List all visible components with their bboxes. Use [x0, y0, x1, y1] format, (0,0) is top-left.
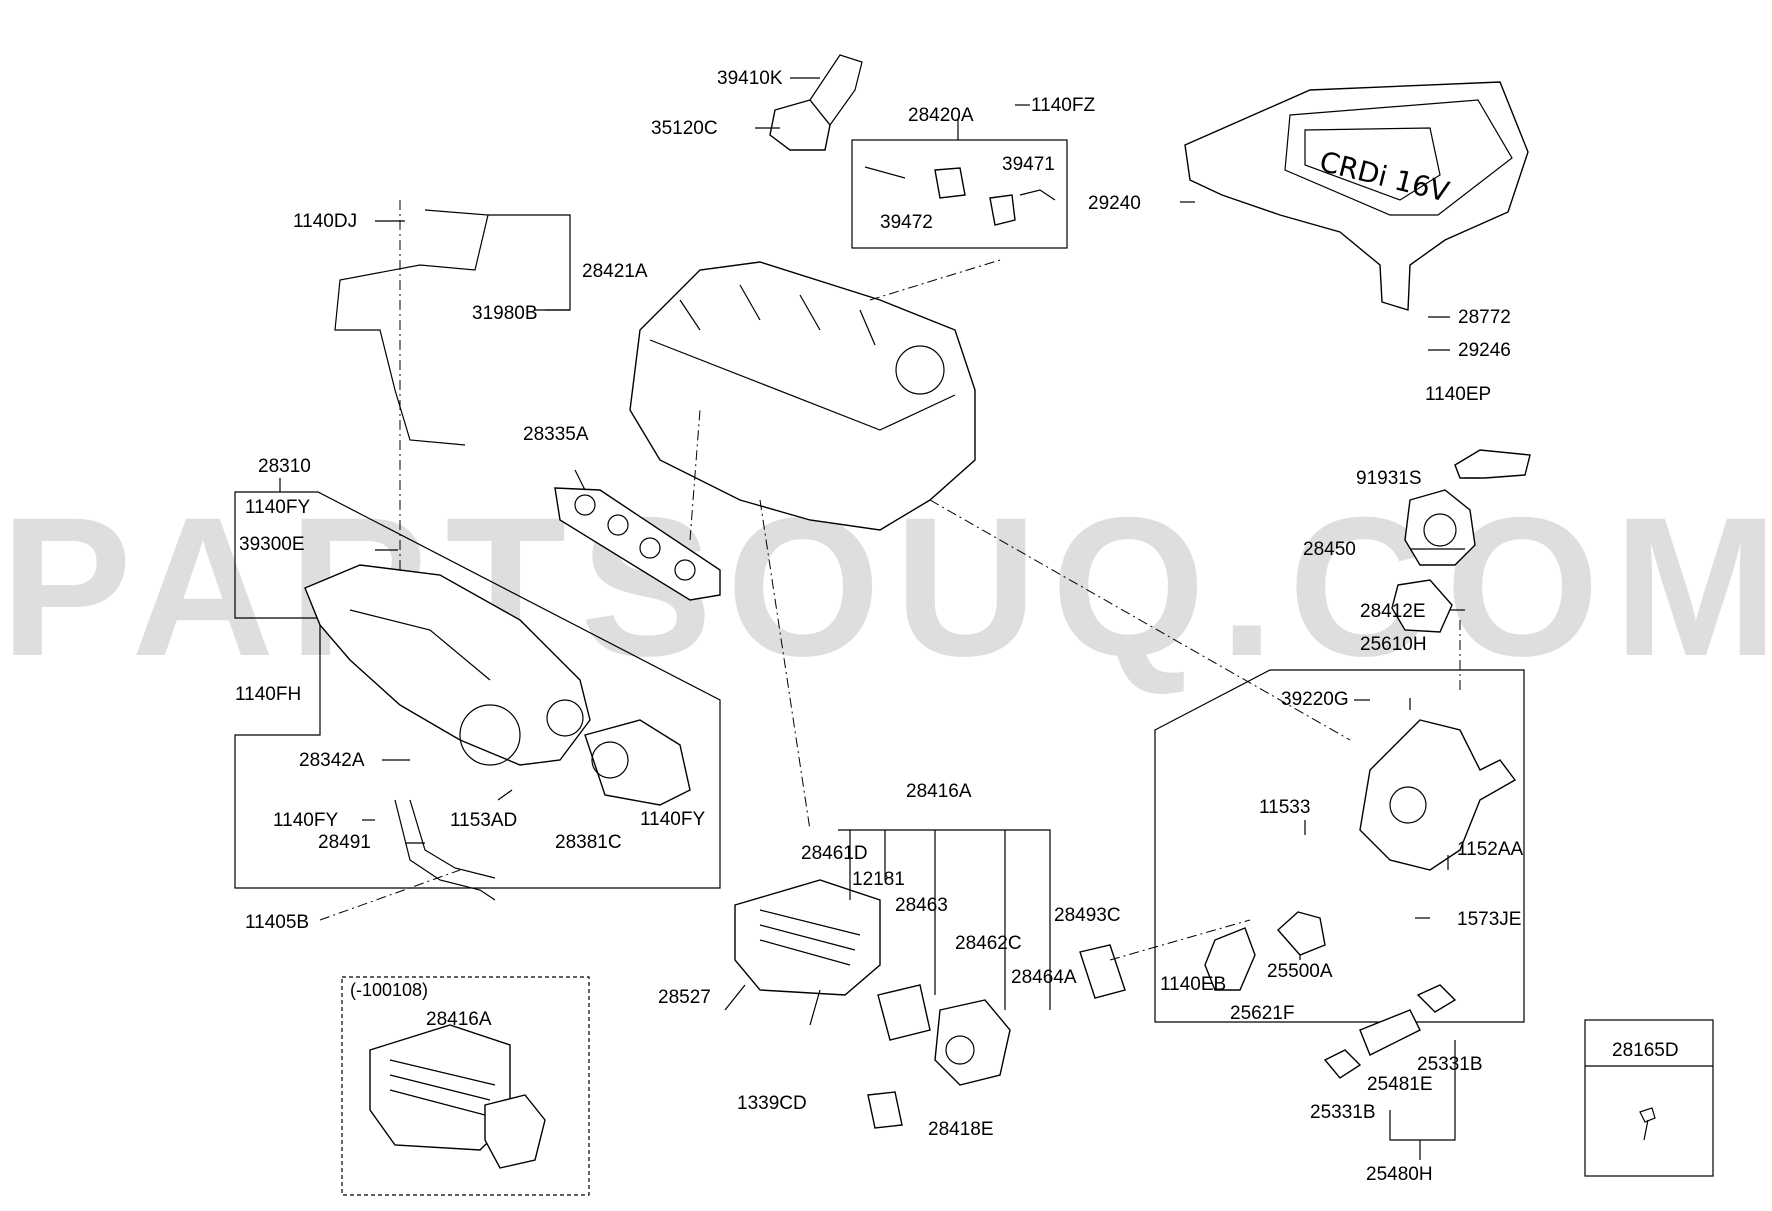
- part-label-28165d: 28165D: [1612, 1040, 1679, 1061]
- part-label-39471: 39471: [1002, 154, 1055, 175]
- part-label-1140fz: 1140FZ: [1031, 95, 1095, 116]
- group-box-28420A: [851, 139, 1068, 249]
- thermostat: [1277, 911, 1326, 956]
- part-label-28381c: 28381C: [555, 832, 622, 853]
- water-outlet: [1359, 719, 1517, 871]
- hose-connector-2: [989, 194, 1016, 226]
- cylinder-head: [629, 261, 976, 531]
- part-label-28412e: 28412E: [1360, 601, 1426, 622]
- part-label-28463: 28463: [895, 895, 948, 916]
- map-sensor: [769, 54, 863, 151]
- hose-connector: [934, 167, 966, 199]
- part-label-1140fy-c: 1140FY: [640, 809, 705, 830]
- legend-box-28165D: [1584, 1019, 1714, 1177]
- vacuum-pipe: [334, 209, 489, 446]
- part-label-12181: 12181: [852, 869, 905, 890]
- part-label-28527: 28527: [658, 987, 711, 1008]
- part-label-28450: 28450: [1303, 539, 1356, 560]
- egr-valve: [934, 999, 1011, 1086]
- part-label-91931s: 91931S: [1356, 468, 1422, 489]
- part-label-28416a-a: 28416A: [906, 781, 972, 802]
- hose-39472: [864, 166, 906, 179]
- throttle-body: [584, 719, 691, 806]
- part-label-25331b-b: 25331B: [1310, 1102, 1376, 1123]
- hose-25481E: [1359, 1009, 1421, 1056]
- part-label-1573je: 1573JE: [1457, 909, 1521, 930]
- part-label-28342a: 28342A: [299, 750, 365, 771]
- hose-39471: [1019, 189, 1056, 201]
- part-label-28421a: 28421A: [582, 261, 648, 282]
- part-labels: 39410K 35120C 28420A 1140FZ 39471 39472 29240 2…: [235, 68, 1679, 1185]
- part-label-1339cd: 1339CD: [737, 1093, 807, 1114]
- part-label-1140fh: 1140FH: [235, 684, 301, 705]
- part-label-28310: 28310: [258, 456, 311, 477]
- part-label-1152aa: 1152AA: [1457, 839, 1524, 860]
- part-label-25480h: 25480H: [1366, 1164, 1433, 1185]
- part-label-28420a: 28420A: [908, 105, 974, 126]
- part-label-28772: 28772: [1458, 307, 1511, 328]
- part-label-28493c: 28493C: [1054, 905, 1121, 926]
- part-label-25621f: 25621F: [1230, 1003, 1294, 1024]
- legend-bolt-icon: [1639, 1107, 1656, 1141]
- gasket-28418E: [867, 1091, 903, 1129]
- thermostat-cover: [1204, 927, 1256, 991]
- part-label-1140eb: 1140EB: [1160, 974, 1226, 995]
- part-label-28418e: 28418E: [928, 1119, 994, 1140]
- part-label-39300e: 39300E: [239, 534, 305, 555]
- bracket-91931S: [1454, 449, 1531, 479]
- part-label-35120c: 35120C: [651, 118, 718, 139]
- variant-egr-cooler: [369, 1024, 546, 1169]
- part-label-1140fy-b: 1140FY: [273, 810, 338, 831]
- part-label-39472: 39472: [880, 212, 933, 233]
- egr-pipe: [394, 799, 496, 901]
- part-label-28462c: 28462C: [955, 933, 1022, 954]
- group-box-25610H: [1154, 669, 1525, 1023]
- gasket-28412E: [1391, 579, 1453, 633]
- engine-cover: CRDi 16V: [1184, 81, 1529, 311]
- clamp-right: [1416, 984, 1457, 1013]
- part-label-11405b: 11405B: [245, 912, 309, 933]
- part-label-25500a: 25500A: [1267, 961, 1333, 982]
- egr-cooler: [724, 879, 881, 1026]
- leader-lines: [279, 77, 1480, 1160]
- part-label-1140fy-a: 1140FY: [245, 497, 310, 518]
- part-label-25610h: 25610H: [1360, 634, 1427, 655]
- part-label-31980b: 31980B: [472, 303, 538, 324]
- clamp-left: [1323, 1049, 1362, 1079]
- part-label-25481e: 25481E: [1367, 1074, 1433, 1095]
- part-label-1140ep: 1140EP: [1425, 384, 1491, 405]
- part-label-28464a: 28464A: [1011, 967, 1077, 988]
- part-label-39220g: 39220G: [1281, 689, 1349, 710]
- part-label-39410k: 39410K: [717, 68, 783, 89]
- egr-pipe-outline: [409, 799, 496, 879]
- part-label-29240: 29240: [1088, 193, 1141, 214]
- part-label-11533: 11533: [1259, 797, 1310, 818]
- variant-label: (-100108): [350, 980, 429, 1000]
- thermostat-housing: [1404, 489, 1476, 566]
- variant-box: [341, 976, 590, 1196]
- part-label-29246: 29246: [1458, 340, 1511, 361]
- group-box-28310: [234, 491, 721, 889]
- part-label-1153ad: 1153AD: [450, 810, 517, 831]
- part-label-28416a-b: 28416A: [426, 1009, 492, 1030]
- part-label-1140dj: 1140DJ: [293, 211, 357, 232]
- part-label-28491: 28491: [318, 832, 371, 853]
- part-label-28335a: 28335A: [523, 424, 589, 445]
- gasket-28463: [877, 984, 931, 1041]
- gasket-28493C: [1079, 944, 1126, 999]
- intake-manifold: [304, 564, 591, 766]
- manifold-gasket: [554, 487, 721, 601]
- part-label-28461d: 28461D: [801, 843, 868, 864]
- part-label-25331b-a: 25331B: [1417, 1054, 1483, 1075]
